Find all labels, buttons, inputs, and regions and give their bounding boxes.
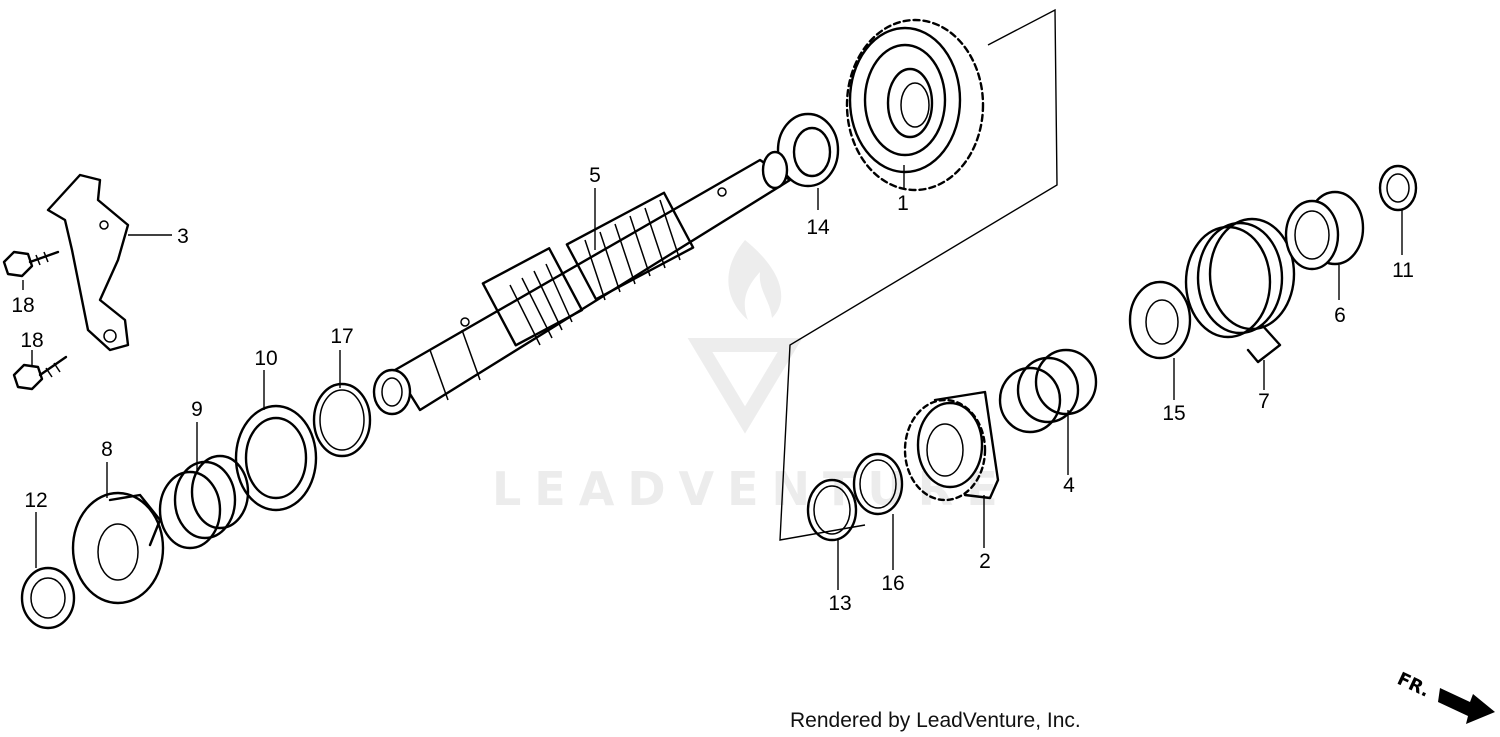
callout-10: 10 <box>254 347 277 370</box>
callout-3: 3 <box>177 225 189 248</box>
callout-1: 1 <box>897 192 909 215</box>
front-direction-indicator: FR. <box>1394 668 1495 724</box>
callout-17: 17 <box>330 325 353 348</box>
washer-part-12 <box>20 566 76 630</box>
bolt-part-18a <box>2 250 60 278</box>
spring-part-4 <box>998 348 1098 434</box>
front-arrow-icon <box>1438 688 1495 724</box>
arm-part-3 <box>46 173 130 352</box>
callout-15: 15 <box>1162 402 1185 425</box>
callout-8: 8 <box>101 438 113 461</box>
callout-18-upper: 18 <box>11 294 34 317</box>
snapring-part-17 <box>312 382 372 458</box>
watermark-text: LEADVENTURE <box>492 462 1011 516</box>
callout-6: 6 <box>1334 304 1346 327</box>
bushing-part-6 <box>1284 190 1365 271</box>
front-label: FR. <box>1394 668 1433 701</box>
ratchet-part-8 <box>71 491 165 605</box>
spring-part-9 <box>158 454 250 550</box>
circlip-part-16 <box>852 452 904 516</box>
callout-2: 2 <box>979 550 991 573</box>
bolt-part-18b <box>12 355 68 391</box>
callout-18-lower: 18 <box>20 329 43 352</box>
callout-16: 16 <box>881 572 904 595</box>
spring-part-7 <box>1184 217 1296 364</box>
washer-part-14 <box>776 112 840 188</box>
callout-11: 11 <box>1392 259 1414 282</box>
seal-part-10 <box>234 404 318 512</box>
washer-part-11 <box>1378 164 1418 212</box>
circlip-part-13 <box>806 478 858 542</box>
washer-part-15 <box>1128 280 1192 360</box>
callout-7: 7 <box>1258 390 1270 413</box>
leader-lines <box>22 165 1403 590</box>
leadventure-watermark: LEADVENTURE <box>492 240 1011 516</box>
gear-part-1 <box>845 18 985 192</box>
callout-12: 12 <box>24 489 47 512</box>
group-bracket <box>779 8 1058 541</box>
callout-4: 4 <box>1063 474 1075 497</box>
gear-part-2 <box>903 390 1000 502</box>
callouts: 1 14 5 3 18 18 10 17 9 8 12 2 4 13 16 15… <box>11 164 1414 615</box>
render-credit: Rendered by LeadVenture, Inc. <box>790 709 1081 732</box>
shaft-part-5 <box>372 150 792 416</box>
callout-9: 9 <box>191 398 203 421</box>
callout-14: 14 <box>806 216 830 239</box>
callout-13: 13 <box>828 592 851 615</box>
callout-5: 5 <box>589 164 601 187</box>
